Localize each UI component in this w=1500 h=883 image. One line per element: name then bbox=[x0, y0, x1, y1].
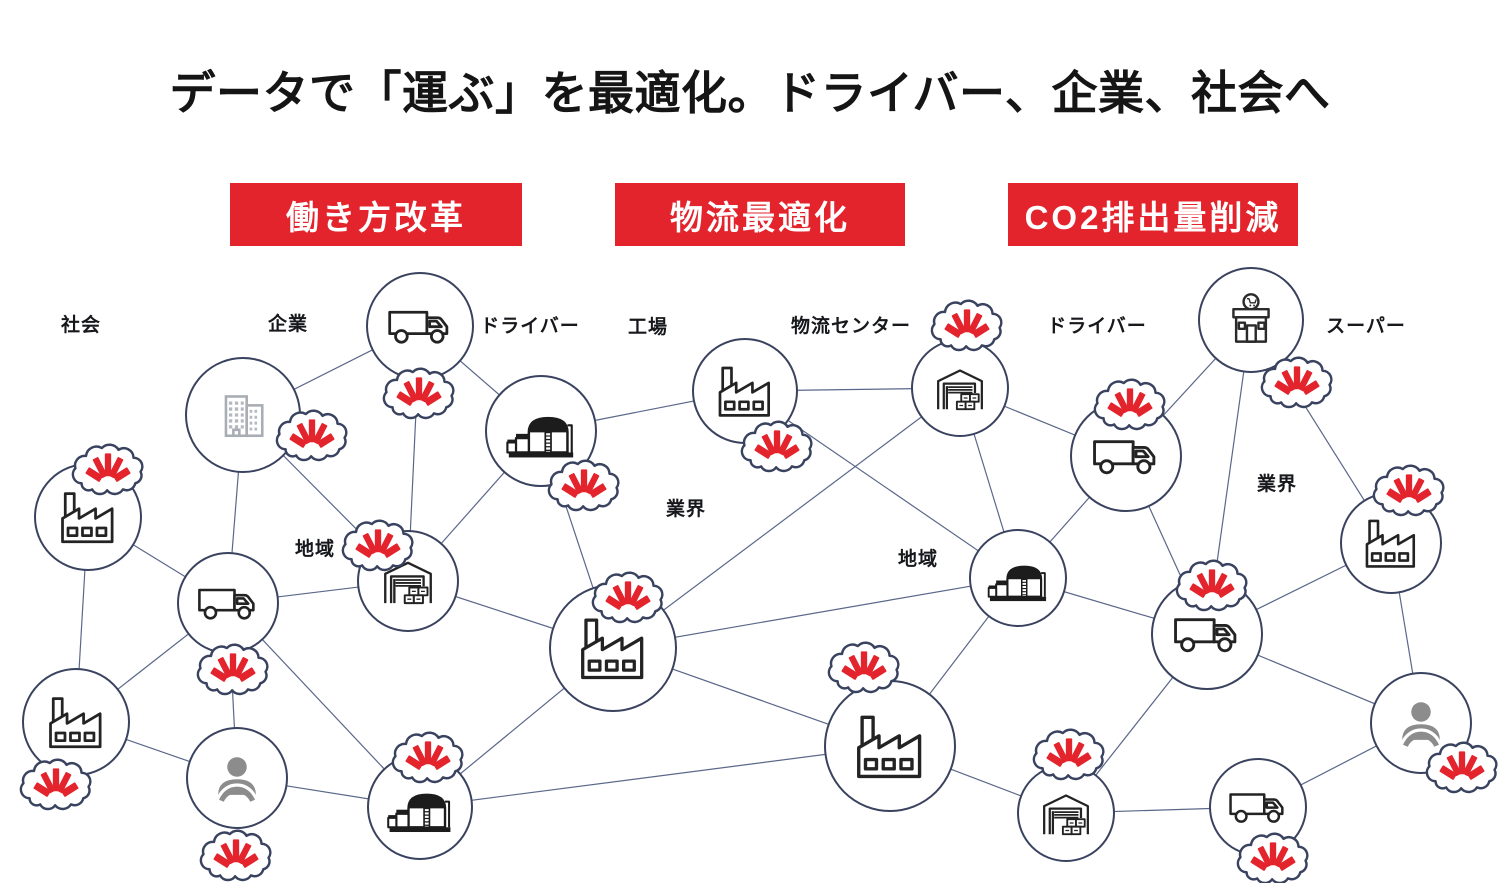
data-cloud-logo-icon bbox=[196, 643, 269, 696]
network-label: ドライバー bbox=[1047, 315, 1147, 337]
network-label: ドライバー bbox=[480, 315, 580, 337]
node-factory-f6 bbox=[824, 680, 956, 812]
node-factory-f5 bbox=[22, 668, 130, 776]
data-cloud-logo-icon bbox=[1372, 464, 1445, 517]
banner-logistics-optimization: 物流最適化 bbox=[615, 183, 905, 246]
data-cloud-logo-icon bbox=[1175, 559, 1248, 612]
network-label: 企業 bbox=[267, 312, 308, 335]
node-circle bbox=[186, 727, 288, 829]
edge-f3-k2 bbox=[612, 577, 1019, 649]
node-store-s1 bbox=[1198, 267, 1304, 373]
node-truck-t1 bbox=[366, 272, 474, 380]
network-label: 工場 bbox=[628, 316, 668, 338]
data-cloud-logo-icon bbox=[591, 571, 664, 624]
node-warehouse-w1 bbox=[911, 339, 1009, 437]
network-label: 業界 bbox=[1256, 472, 1297, 495]
node-truck-t3 bbox=[177, 552, 279, 654]
network-label: スーパー bbox=[1326, 315, 1406, 337]
data-cloud-logo-icon bbox=[1032, 728, 1105, 781]
node-person-p1 bbox=[186, 727, 288, 829]
data-cloud-logo-icon bbox=[930, 299, 1003, 352]
data-cloud-logo-icon bbox=[341, 519, 414, 572]
node-building-b1 bbox=[185, 357, 301, 473]
network-label: 地域 bbox=[295, 537, 335, 560]
page-title: データで「運ぶ」を最適化。ドライバー、企業、社会へ bbox=[169, 67, 1331, 119]
data-cloud-logo-icon bbox=[71, 443, 144, 496]
network-label: 社会 bbox=[60, 313, 101, 336]
data-cloud-logo-icon bbox=[391, 731, 464, 784]
data-cloud-logo-icon bbox=[199, 829, 272, 882]
data-cloud-logo-icon bbox=[827, 641, 900, 694]
data-cloud-logo-icon bbox=[382, 367, 455, 420]
edge-f1-k2 bbox=[744, 390, 1019, 579]
banner-co2-reduction: CO2排出量削減 bbox=[1008, 183, 1298, 246]
node-warehouse-w3 bbox=[1017, 764, 1115, 862]
banner-workstyle-reform: 働き方改革 bbox=[230, 183, 522, 246]
network-label: 業界 bbox=[665, 497, 706, 520]
edge-f6-k3 bbox=[419, 745, 891, 808]
data-cloud-logo-icon bbox=[1093, 378, 1166, 431]
node-tank-k2 bbox=[969, 529, 1067, 627]
node-tank-k1 bbox=[485, 375, 597, 487]
network-label: 地域 bbox=[898, 547, 938, 570]
edge-w1-f3 bbox=[612, 387, 961, 649]
network-label: 物流センター bbox=[791, 314, 911, 337]
data-cloud-logo-icon bbox=[19, 758, 92, 811]
